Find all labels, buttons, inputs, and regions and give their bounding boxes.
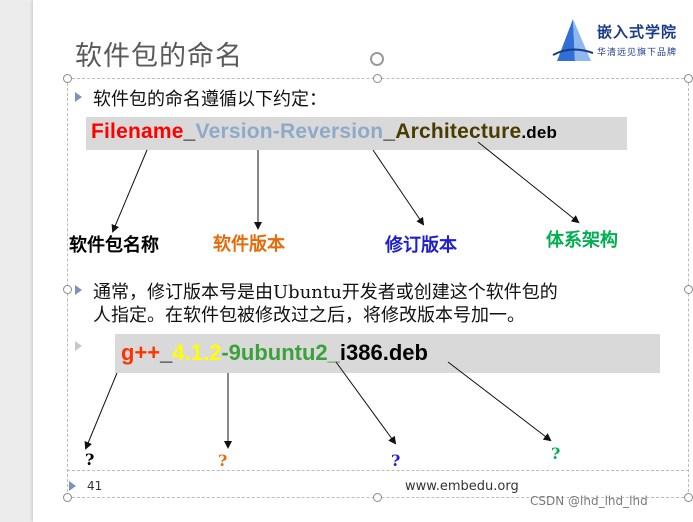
- label-architecture: 体系架构: [546, 230, 618, 251]
- arrow-to-revision: [372, 149, 425, 226]
- slide-title: 软件包的命名: [75, 41, 243, 72]
- g-arch: i386: [339, 340, 383, 365]
- question-revision: ?: [391, 451, 401, 470]
- label-package-name: 软件包名称: [69, 235, 159, 256]
- question-version: ?: [218, 451, 228, 470]
- sail-logo-icon: [552, 19, 594, 61]
- question-name: ?: [85, 450, 95, 469]
- arrow-to-arch: [477, 141, 580, 224]
- label-revision: 修订版本: [385, 235, 457, 256]
- fmt-sep1: _: [183, 120, 196, 143]
- resize-handle-b[interactable]: [373, 493, 382, 502]
- fmt-ext: .deb: [521, 123, 558, 142]
- bullet-icon: [75, 92, 82, 102]
- fmt-sep2: _: [383, 120, 396, 143]
- bullet-icon: [75, 341, 82, 351]
- logo-name: 嵌入式学院: [597, 23, 678, 41]
- g-sep2: _: [327, 340, 340, 365]
- resize-handle-t[interactable]: [373, 74, 382, 83]
- question-arch: ?: [551, 444, 561, 463]
- bullet2-line2: 人指定。在软件包被修改过之后，将修改版本号加一。: [93, 305, 525, 326]
- format-bar-2: [115, 334, 660, 373]
- fmt-arch: Architecture: [395, 120, 522, 143]
- rotate-handle[interactable]: [370, 52, 384, 66]
- arrow-to-name: [111, 149, 148, 233]
- arrow-q-name: [84, 372, 118, 450]
- g-sep1: _: [160, 340, 173, 365]
- logo: 嵌入式学院 华清远见旗下品牌: [551, 15, 691, 65]
- footer-divider: [67, 470, 689, 471]
- slide-number: 41: [87, 479, 103, 493]
- label-version: 软件版本: [213, 234, 285, 255]
- annotation-arrows: [84, 141, 580, 450]
- bullet1-text: 软件包的命名遵循以下约定：: [93, 89, 327, 110]
- bullet2-line1: 通常，修订版本号是由Ubuntu开发者或创建这个软件包的: [93, 282, 558, 303]
- csdn-watermark: CSDN @lhd_lhd_lhd: [530, 494, 648, 508]
- format-bar-1: [86, 117, 627, 150]
- logo-slogan: 华清远见旗下品牌: [597, 48, 678, 58]
- g-version: 4.1.2: [172, 340, 222, 365]
- g-revision: -9ubuntu2: [221, 340, 328, 365]
- fmt-filename: Filename: [91, 120, 184, 143]
- resize-handle-tl[interactable]: [63, 74, 72, 83]
- arrow-q-arch: [447, 361, 552, 442]
- resize-handle-l[interactable]: [63, 285, 72, 294]
- fmt-version: Version-Reversion: [195, 120, 384, 143]
- g-name: g++: [121, 340, 161, 365]
- footer-bullet-icon: [69, 481, 76, 491]
- g-ext: .deb: [382, 340, 428, 365]
- resize-handle-bl[interactable]: [63, 493, 72, 502]
- slide: 软件包的命名 嵌入式学院 华清远见旗下品牌 软件包的命名遵循以下约定： File…: [33, 0, 693, 522]
- footer-url: www.embedu.org: [405, 479, 519, 494]
- format-example-2: g++_4.1.2-9ubuntu2_i386.deb: [121, 340, 428, 366]
- arrow-q-revision: [335, 361, 397, 445]
- bullet-icon: [75, 285, 82, 295]
- format-example-1: Filename_Version-Reversion_Architecture.…: [91, 120, 557, 144]
